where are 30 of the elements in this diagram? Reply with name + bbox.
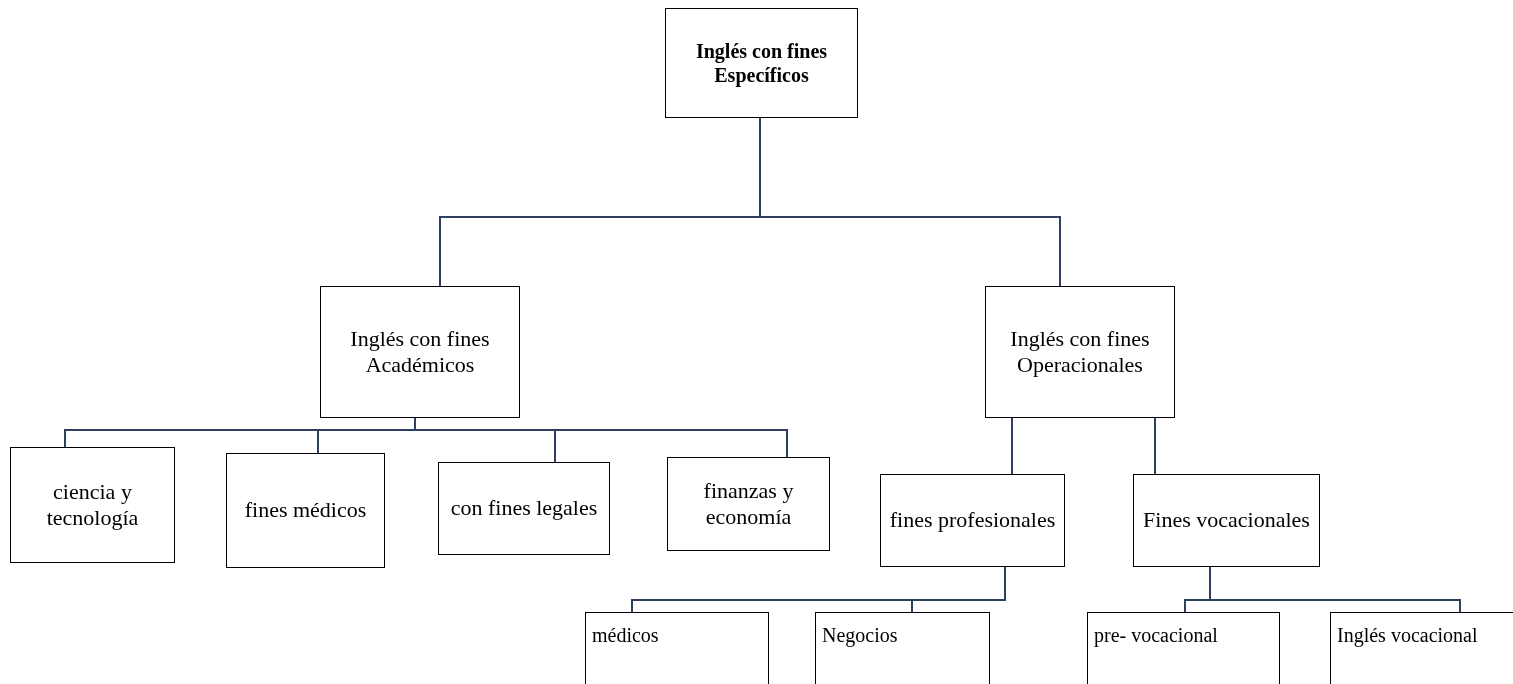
box-label: Inglés con fines Específicos [694,39,829,87]
box-label: finanzas y economía [702,477,795,531]
box-label: Inglés vocacional [1337,623,1478,647]
box-label: Inglés con fines Operacionales [1009,325,1151,379]
text-box [665,8,858,118]
box-label: médicos [592,623,659,647]
text-box [815,612,990,684]
connector-line [1209,566,1461,613]
box-label: pre- vocacional [1094,623,1218,647]
text-box [320,286,520,418]
text-box [10,447,175,563]
text-box [1133,474,1320,567]
box-label: fines profesionales [889,507,1056,534]
box-label: Fines vocacionales [1143,507,1310,534]
box-label: Inglés con fines Académicos [349,325,491,379]
text-box [667,457,830,551]
box-label: ciencia y tecnología [45,478,140,532]
text-box [438,462,610,555]
box-label: Negocios [822,623,898,647]
box-label: con fines legales [450,495,598,522]
text-box [985,286,1175,418]
connector-line [1011,417,1013,475]
text-box [226,453,385,568]
box-label: fines médicos [244,497,367,524]
text-box [1330,612,1513,684]
text-box [880,474,1065,567]
connector-line [911,566,1006,613]
text-box [1087,612,1280,684]
connector-line [1154,417,1156,475]
text-box [585,612,769,684]
